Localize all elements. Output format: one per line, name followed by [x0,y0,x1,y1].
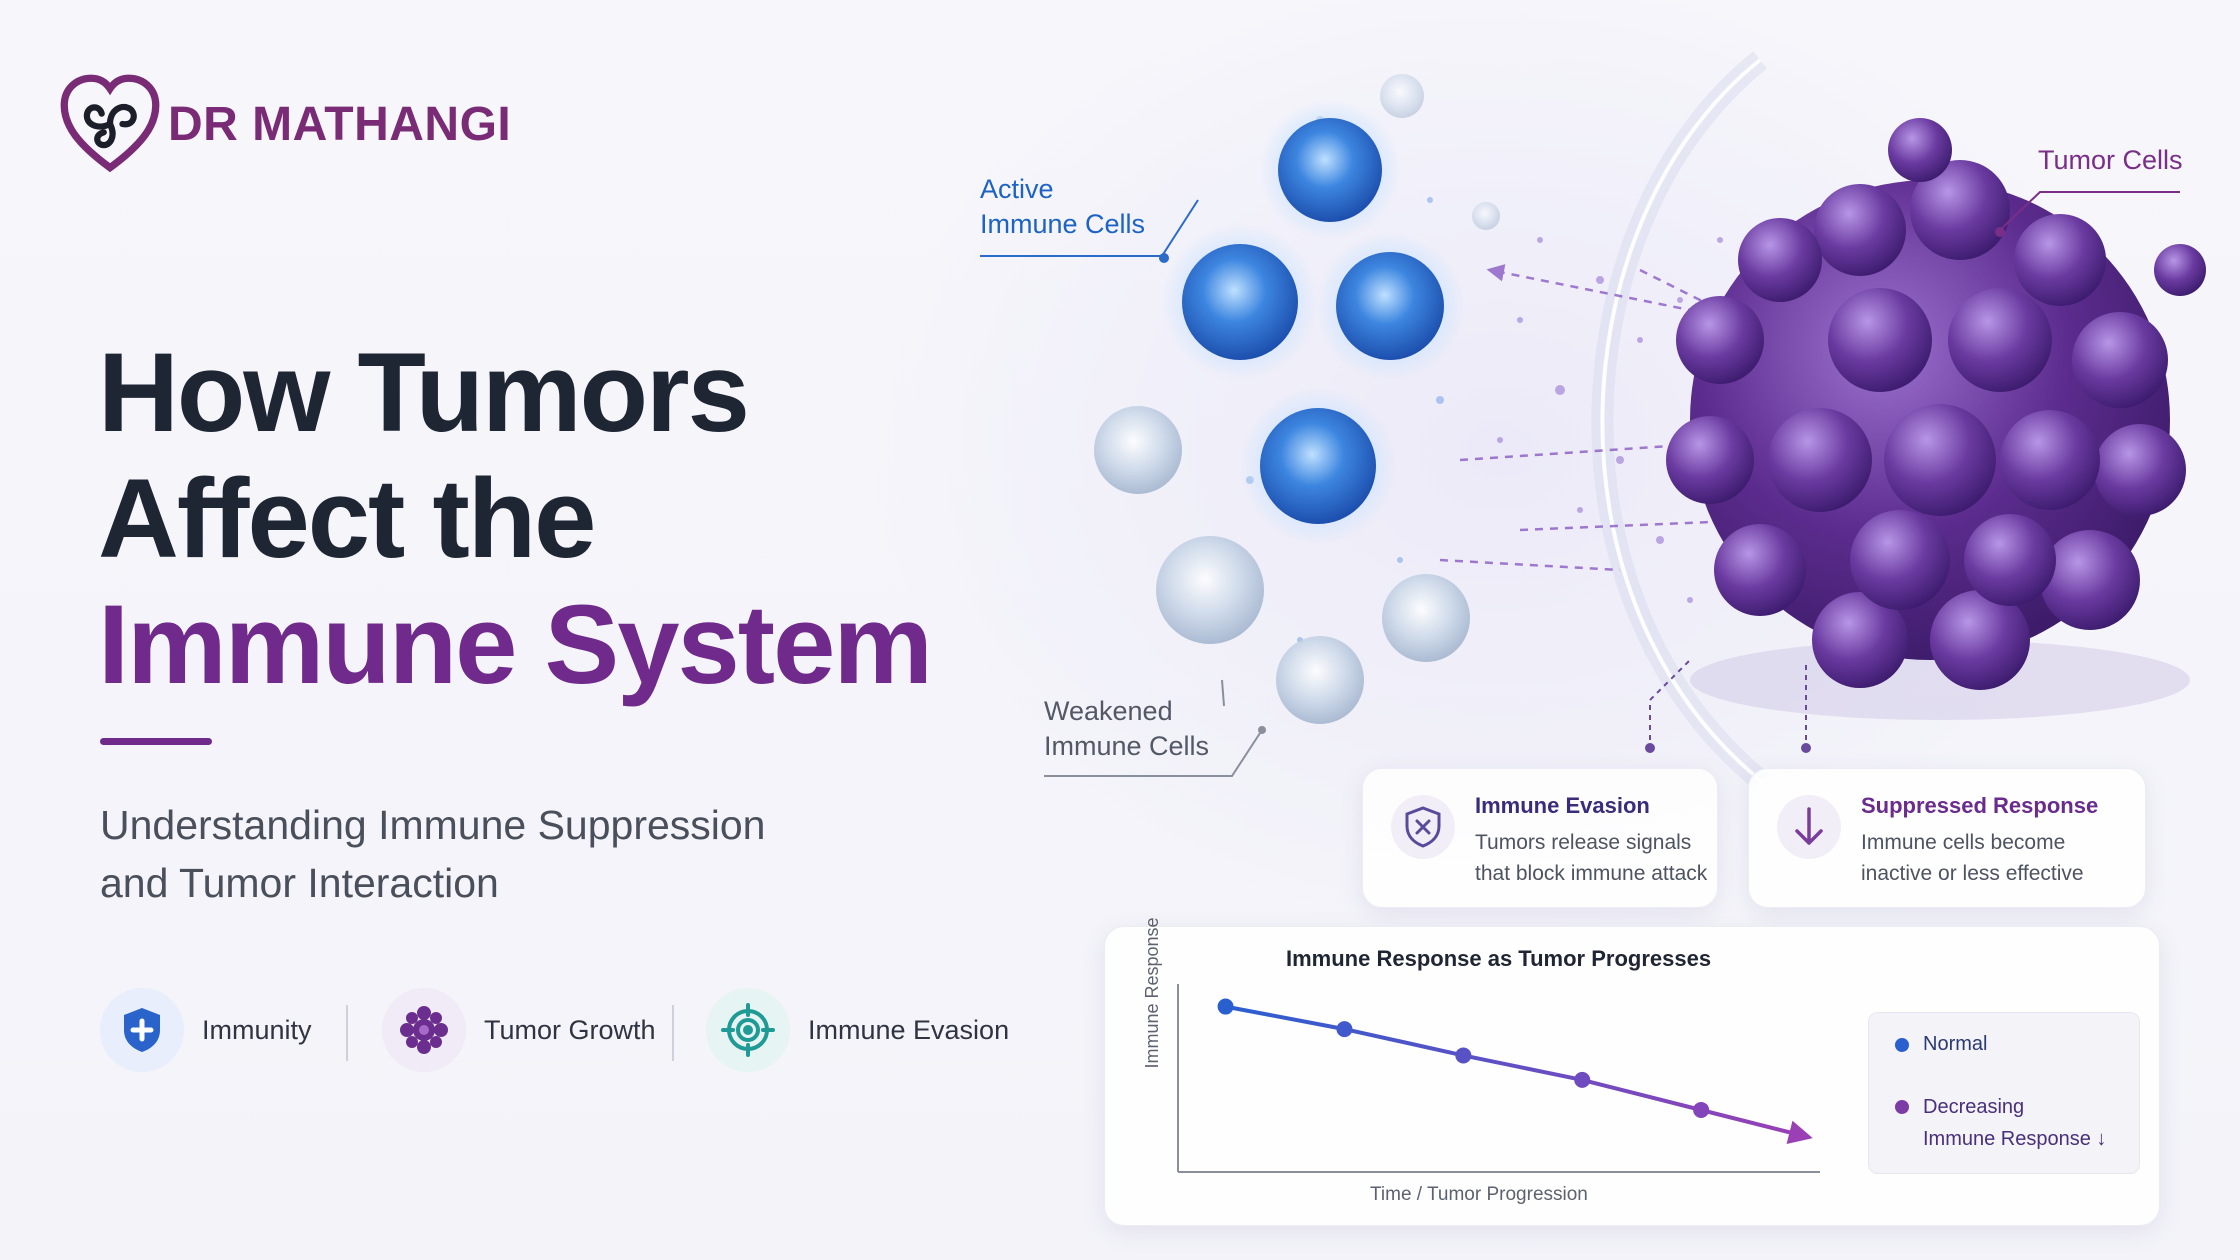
legend-label: Decreasing Immune Response ↓ [1923,1091,2106,1155]
x-axis-label: Time / Tumor Progression [1370,1184,1588,1205]
tumor-cells-label: Tumor Cells [2038,145,2183,175]
legend-dot [1895,1038,1909,1052]
legend-label-line: Immune Response ↓ [1923,1128,2107,1150]
data-point [1455,1047,1472,1064]
card-body-line: inactive or less effective [1861,862,2084,885]
legend-pill-label: Tumor Growth [484,1014,656,1045]
series-line [1225,1004,1813,1144]
chart-title: Immune Response as Tumor Progresses [1286,946,1712,971]
brand-logo: DR MATHANGI [58,72,511,176]
legend-dot [1895,1100,1909,1114]
legend-separator [672,1005,674,1061]
data-point [1336,1021,1353,1038]
legend-pill-immunity: Immunity [100,988,312,1072]
data-point [1217,998,1234,1015]
active-immune-cells-label: Active Immune Cells [980,172,1145,242]
card-body-line: that block immune attack [1475,862,1708,885]
card-body-line: Tumors release signals [1475,831,1692,854]
immune-evasion-card: Immune Evasion Tumors release signals th… [1362,768,1718,908]
card-body-line: Immune cells become [1861,831,2066,854]
title-line-2: Affect the [98,456,596,581]
shield-x-icon [1391,795,1455,859]
title-divider [100,738,212,745]
label-line: Immune Cells [1044,731,1210,761]
legend-pill-immune-evasion: Immune Evasion [706,988,1009,1072]
legend-pill-label: Immunity [202,1014,312,1045]
tumor-cell-icon [382,988,466,1072]
target-icon [706,988,790,1072]
label-line: Active [980,174,1054,204]
title-line-1: How Tumors [98,330,750,455]
chart-legend: Normal Decreasing Immune Response ↓ [1868,1012,2140,1174]
page-title: How Tumors Affect the Immune System [98,330,933,708]
card-title: Immune Evasion [1475,793,1650,818]
label-line: Immune Cells [980,209,1146,239]
weakened-immune-cells-label: Weakened Immune Cells [1044,694,1209,764]
y-axis-label: Immune Response [1142,917,1162,1069]
card-body: Immune cells become inactive or less eff… [1861,827,2131,889]
legend-item-normal: Normal [1895,1033,1987,1056]
legend-separator [346,1005,348,1061]
label-line: Weakened [1044,696,1173,726]
card-title: Suppressed Response [1861,793,2099,818]
brand-name: DR MATHANGI [168,97,512,151]
legend-pill-tumor-growth: Tumor Growth [382,988,656,1072]
subtitle-line-2: and Tumor Interaction [100,860,499,906]
shield-plus-icon [100,988,184,1072]
cell-illustration [1094,51,2206,789]
arrow-down-icon [1777,795,1841,859]
legend-item-decreasing: Decreasing Immune Response ↓ [1895,1091,2106,1155]
legend-label-line: Decreasing [1923,1096,2025,1118]
legend-pill-label: Immune Evasion [808,1014,1010,1045]
page-subtitle: Understanding Immune Suppression and Tum… [100,796,860,912]
title-line-3: Immune System [98,582,933,707]
data-point [1574,1071,1591,1088]
suppressed-response-card: Suppressed Response Immune cells become … [1748,768,2146,908]
legend-label: Normal [1923,1033,1988,1055]
line-chart [1177,984,1820,1173]
subtitle-line-1: Understanding Immune Suppression [100,802,766,848]
data-point [1693,1101,1710,1118]
card-body: Tumors release signals that block immune… [1475,827,1745,889]
triskelion-heart-icon [60,74,160,173]
